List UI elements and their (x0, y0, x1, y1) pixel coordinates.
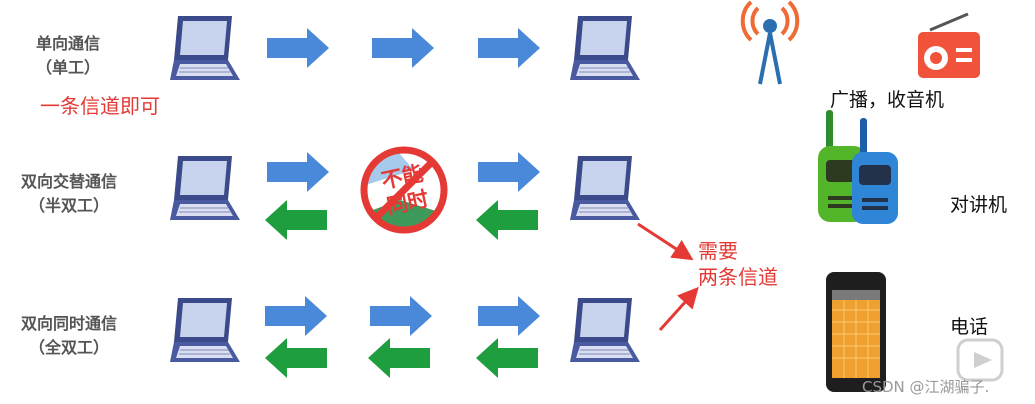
smartphone-icon (826, 272, 886, 392)
laptop-icon (569, 155, 641, 221)
arrow-right-icon (372, 28, 434, 68)
simplex-label-line1: 单向通信 (35, 34, 100, 53)
arrow-right-icon (478, 296, 540, 336)
broadcast-radio-label: 广播，收音机 (830, 89, 945, 111)
phone-label: 电话 (950, 316, 989, 338)
full-duplex-label-line1: 双向同时通信 (20, 314, 117, 333)
arrow-right-icon (478, 28, 540, 68)
watermark-text: CSDN @江湖骗子. (862, 378, 990, 396)
full-duplex-label-line2: （全双工） (28, 338, 109, 357)
arrow-right-icon (478, 152, 540, 192)
laptop-icon (569, 15, 641, 81)
arrow-right-icon (265, 296, 327, 336)
arrow-right-icon (267, 152, 329, 192)
two-channels-line1: 需要 (698, 239, 738, 263)
full-duplex-label: 双向同时通信 （全双工） (4, 312, 134, 360)
arrow-right-icon (267, 28, 329, 68)
one-channel-note: 一条信道即可 (40, 94, 160, 118)
half-duplex-label-line2: （半双工） (28, 196, 109, 215)
two-channels-line2: 两条信道 (698, 265, 778, 289)
arrow-right-icon (370, 296, 432, 336)
walkie-talkie-icon (818, 110, 898, 224)
radio-icon (918, 12, 980, 78)
broadcast-tower-icon (740, 0, 800, 85)
arrow-left-icon (265, 338, 327, 378)
two-channels-note: 需要 两条信道 (698, 238, 778, 290)
laptop-icon (169, 15, 241, 81)
simplex-label-line2: （单工） (35, 58, 100, 77)
laptop-icon (569, 297, 641, 363)
arrow-left-icon (265, 200, 327, 240)
watermark-logo-icon (956, 338, 1004, 382)
arrow-left-icon (476, 338, 538, 378)
prohibition-icon (360, 146, 448, 234)
half-duplex-label-line1: 双向交替通信 (20, 172, 117, 191)
pointer-arrow (658, 286, 699, 332)
laptop-icon (169, 297, 241, 363)
walkie-talkie-label: 对讲机 (950, 194, 1008, 216)
arrow-left-icon (368, 338, 430, 378)
arrow-left-icon (476, 200, 538, 240)
pointer-arrow (637, 222, 694, 261)
half-duplex-label: 双向交替通信 （半双工） (4, 170, 134, 218)
simplex-label: 单向通信 （单工） (8, 32, 128, 80)
laptop-icon (169, 155, 241, 221)
